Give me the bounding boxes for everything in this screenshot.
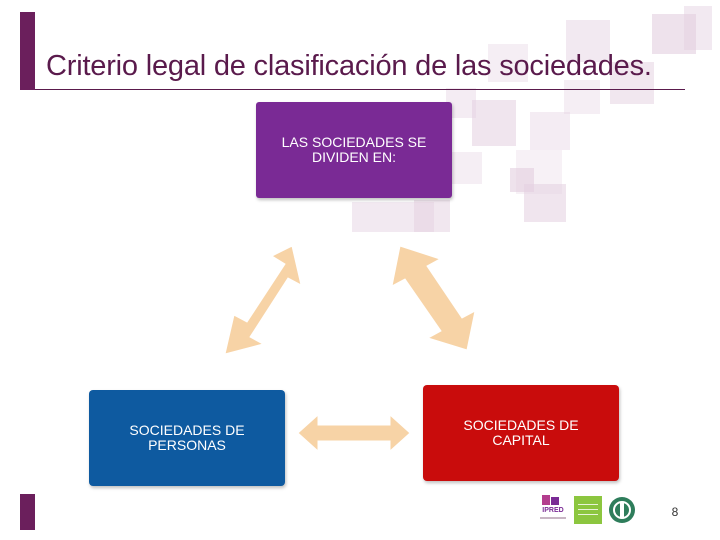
- title-underline: [35, 89, 685, 90]
- left-box: SOCIEDADES DE PERSONAS: [89, 390, 285, 486]
- double-arrow-top-right: [391, 245, 476, 351]
- green-institution-logo: [574, 496, 602, 524]
- title-accent-bar: [20, 12, 35, 90]
- right-box: SOCIEDADES DE CAPITAL: [423, 385, 619, 481]
- page-number: 8: [671, 505, 679, 519]
- ipred-logo: IPRED: [538, 495, 568, 525]
- ipred-logo-text: IPRED: [542, 507, 564, 514]
- footer-accent-bar: [20, 494, 35, 530]
- double-arrow-top-left: [224, 245, 302, 355]
- double-arrow-horizontal: [297, 413, 411, 453]
- top-box: LAS SOCIEDADES SE DIVIDEN EN:: [256, 102, 452, 198]
- slide-title: Criterio legal de clasificación de las s…: [46, 50, 652, 82]
- circle-emblem-logo: [609, 497, 635, 523]
